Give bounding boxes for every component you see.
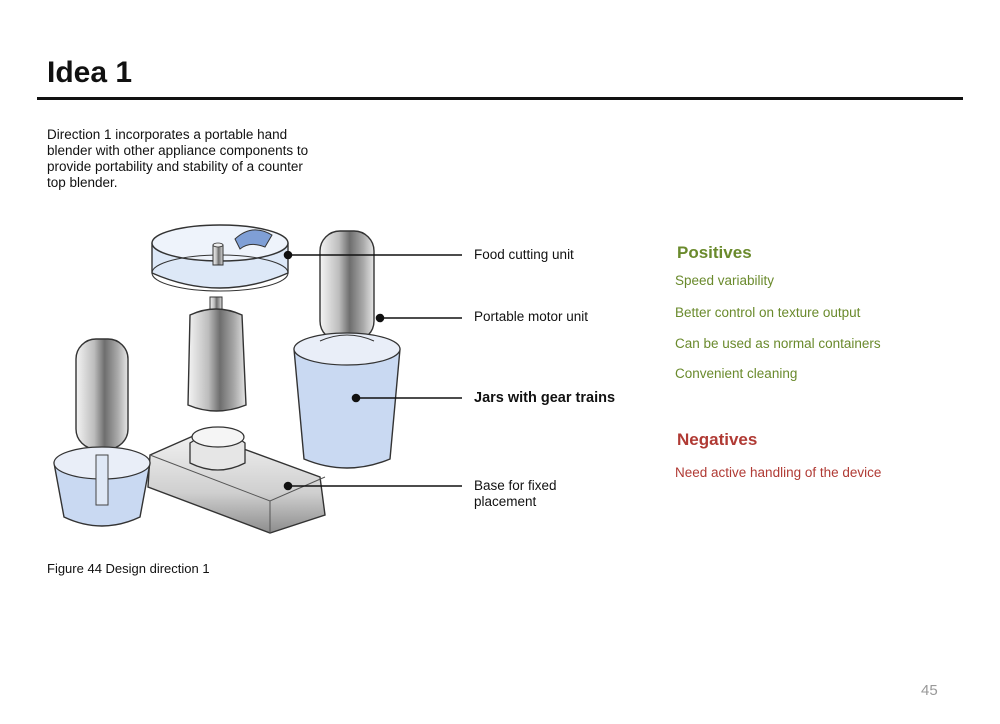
callout-base-for-fixed-placement: Base for fixed placement bbox=[474, 478, 557, 509]
callout-food-cutting-unit: Food cutting unit bbox=[474, 247, 574, 262]
page-title: Idea 1 bbox=[47, 56, 133, 89]
negatives-heading: Negatives bbox=[677, 430, 758, 449]
callout-portable-motor-unit: Portable motor unit bbox=[474, 309, 589, 324]
negative-item: Need active handling of the device bbox=[675, 465, 882, 480]
callout-lines bbox=[283, 250, 462, 491]
right-jar-assembly-drawing bbox=[293, 230, 401, 469]
title-divider bbox=[37, 97, 963, 100]
positives-heading: Positives bbox=[677, 243, 752, 262]
left-jar-assembly-drawing bbox=[53, 338, 151, 527]
food-cutting-unit-drawing bbox=[151, 224, 289, 292]
callout-jars-with-gear-trains: Jars with gear trains bbox=[474, 390, 616, 406]
positive-item: Convenient cleaning bbox=[675, 366, 798, 381]
portable-motor-unit-drawing bbox=[187, 296, 247, 412]
blender-sketch-illustration bbox=[53, 224, 462, 534]
positive-item: Speed variability bbox=[675, 273, 775, 288]
base-drawing bbox=[147, 426, 326, 534]
intro-paragraph: Direction 1 incorporates a portable hand… bbox=[47, 127, 309, 190]
positive-item: Better control on texture output bbox=[675, 305, 861, 320]
figure-caption: Figure 44 Design direction 1 bbox=[47, 561, 210, 576]
page-number: 45 bbox=[921, 682, 938, 699]
positive-item: Can be used as normal containers bbox=[675, 336, 881, 351]
